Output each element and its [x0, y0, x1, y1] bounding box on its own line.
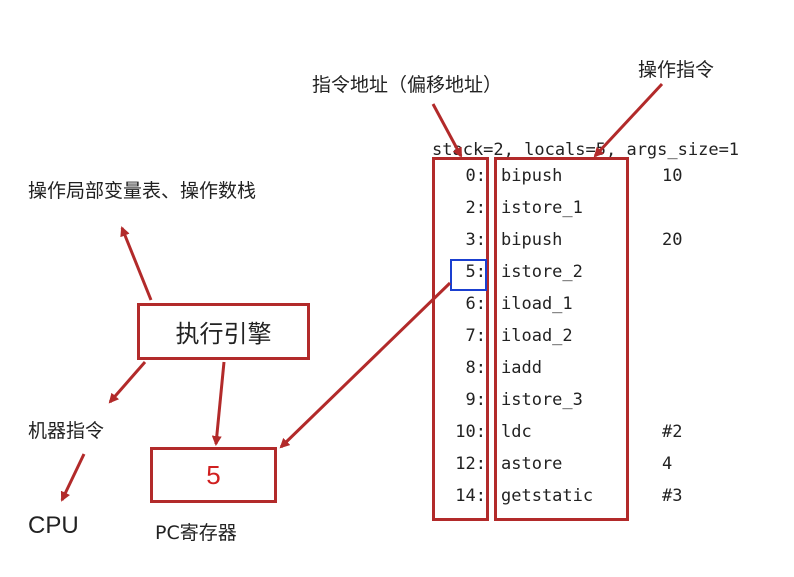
bytecode-opcode: iload_2: [501, 326, 573, 346]
opcode-column-box: [494, 157, 629, 521]
arrow-engine-to-pc: [211, 361, 226, 446]
arrow-opcode-label-to-column: [593, 82, 664, 158]
pc-register-box: 5: [150, 447, 277, 503]
bytecode-opcode: bipush: [501, 166, 563, 186]
opcode-label: 操作指令: [638, 59, 715, 81]
pc-register-value: 5: [206, 459, 221, 490]
bytecode-opcode: istore_2: [501, 262, 583, 282]
bytecode-offset: 6:: [465, 294, 486, 314]
machine-instruction-label: 机器指令: [28, 420, 105, 442]
arrow-offset-to-pc: [279, 281, 452, 449]
execution-engine-text: 执行引擎: [175, 320, 272, 348]
offset-column-box: [432, 157, 489, 521]
bytecode-offset: 12:: [455, 454, 486, 474]
bytecode-operand: 10: [662, 166, 683, 186]
execution-engine-box: 执行引擎: [137, 303, 310, 360]
bytecode-operand: 4: [662, 454, 673, 474]
bytecode-opcode: iadd: [501, 358, 542, 378]
bytecode-operand: 20: [662, 230, 683, 250]
bytecode-offset: 10:: [455, 422, 486, 442]
local-variable-stack-label: 操作局部变量表、操作数栈: [28, 180, 257, 202]
bytecode-opcode: ldc: [501, 422, 532, 442]
bytecode-offset: 5:: [465, 262, 486, 282]
bytecode-header: stack=2, locals=5, args_size=1: [432, 140, 740, 160]
bytecode-operand: #3: [662, 486, 683, 506]
bytecode-operand: #2: [662, 422, 683, 442]
bytecode-opcode: getstatic: [501, 486, 594, 506]
bytecode-offset: 14:: [455, 486, 486, 506]
bytecode-opcode: astore: [501, 454, 563, 474]
arrow-engine-to-machine: [108, 361, 147, 404]
arrow-machine-to-cpu: [60, 453, 86, 502]
bytecode-opcode: bipush: [501, 230, 563, 250]
arrow-address-label-to-column: [431, 103, 463, 158]
bytecode-opcode: istore_1: [501, 198, 583, 218]
bytecode-offset: 7:: [465, 326, 486, 346]
arrow-engine-to-lvt: [120, 226, 153, 301]
instruction-address-label: 指令地址（偏移地址）: [312, 74, 503, 96]
bytecode-offset: 3:: [465, 230, 486, 250]
bytecode-offset: 8:: [465, 358, 486, 378]
pc-register-label: PC寄存器: [155, 522, 237, 544]
cpu-label: CPU: [28, 512, 79, 539]
bytecode-opcode: iload_1: [501, 294, 573, 314]
current-offset-highlight: [450, 259, 487, 291]
bytecode-offset: 2:: [465, 198, 486, 218]
bytecode-opcode: istore_3: [501, 390, 583, 410]
bytecode-offset: 0:: [465, 166, 486, 186]
bytecode-offset: 9:: [465, 390, 486, 410]
